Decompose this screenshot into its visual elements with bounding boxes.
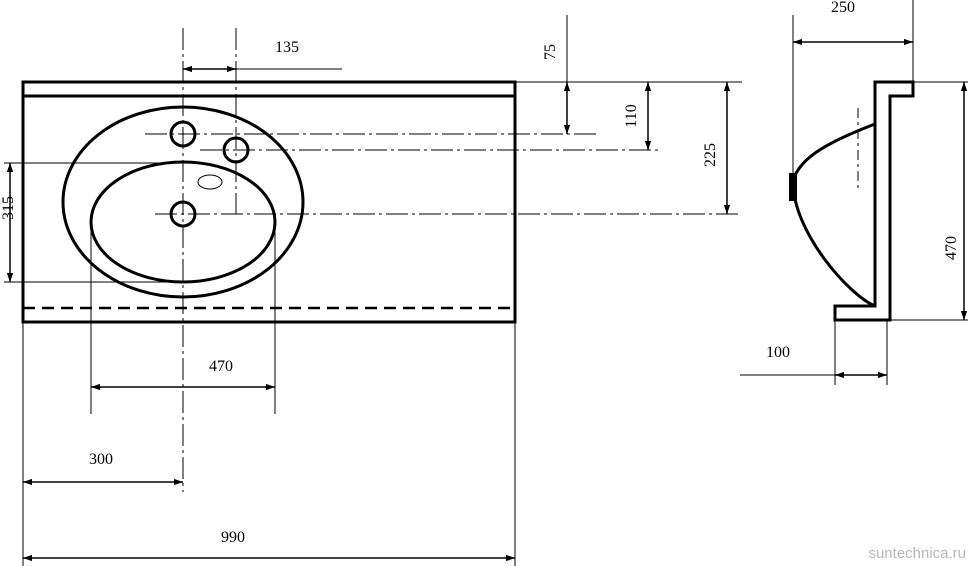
dim-hole-spacing-label: 135	[275, 39, 299, 56]
side-view: 250 470 100	[740, 0, 968, 385]
countertop-outline	[21, 80, 517, 324]
dim-bowl-width-label: 470	[209, 358, 233, 375]
overflow-hole	[197, 174, 223, 190]
dim-bowl-depth-label: 315	[0, 196, 17, 220]
dim-top-to-hole-label: 75	[542, 44, 559, 60]
dim-side-width-label: 250	[831, 0, 855, 16]
side-bowl-curve	[791, 122, 876, 308]
dim-top-to-drain-label: 225	[702, 143, 719, 167]
dim-side-flange-label: 100	[766, 344, 790, 361]
dim-top-to-tap-hole-label: 110	[623, 104, 640, 127]
dim-side-height-label: 470	[943, 236, 960, 260]
front-view: 135 75 110 225 315 470 300 990	[0, 15, 742, 566]
dim-edge-to-bowl-label: 300	[89, 451, 113, 468]
dim-total-width-label: 990	[221, 529, 245, 546]
watermark: suntechnica.ru	[868, 545, 966, 562]
side-overflow-block	[789, 173, 797, 201]
